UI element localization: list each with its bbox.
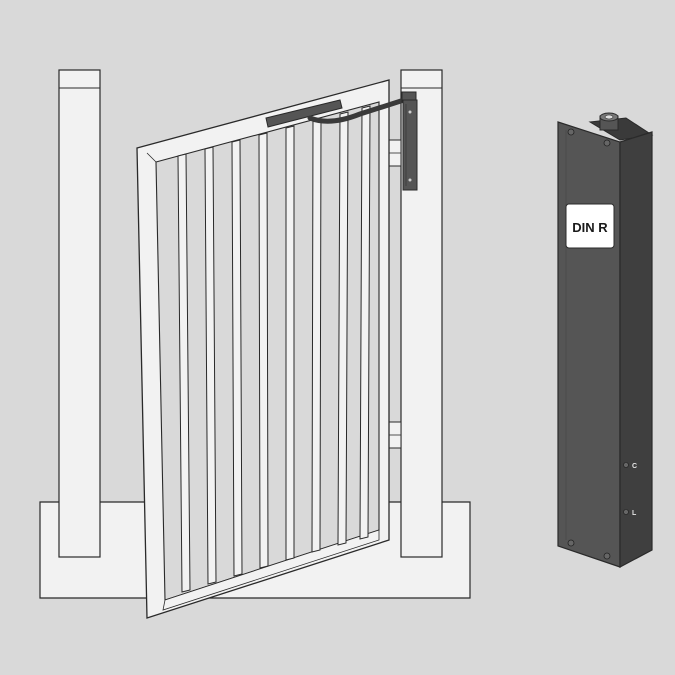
gate-bars: [177, 105, 371, 593]
gate-bar: [311, 118, 322, 553]
valve-l-icon: [623, 509, 629, 515]
gate-bar: [204, 146, 217, 585]
screw-icon: [567, 539, 575, 547]
upper-hinge-icon: [388, 139, 402, 167]
gate-bar: [285, 125, 295, 561]
lower-hinge-icon: [388, 421, 402, 449]
screw-icon: [603, 139, 611, 147]
gate-bar: [177, 153, 191, 593]
mounted-closer: [402, 99, 418, 191]
valve-c-mark: C: [632, 463, 637, 470]
left-post: [58, 69, 101, 558]
gate-closer-unit: DIN R C L: [557, 112, 654, 568]
din-label: DIN R: [572, 220, 608, 235]
din-label-plate: [565, 203, 615, 249]
gate-bar: [359, 105, 371, 540]
gate-bar: [337, 111, 349, 546]
closer-track: [265, 99, 343, 128]
axle-knob-icon: [599, 112, 619, 131]
valve-l-mark: L: [632, 510, 637, 517]
screw-icon: [603, 552, 611, 560]
gate-bar: [258, 132, 269, 569]
gate-bar: [231, 139, 243, 577]
screw-icon: [567, 128, 575, 136]
valve-c-icon: [623, 462, 629, 468]
